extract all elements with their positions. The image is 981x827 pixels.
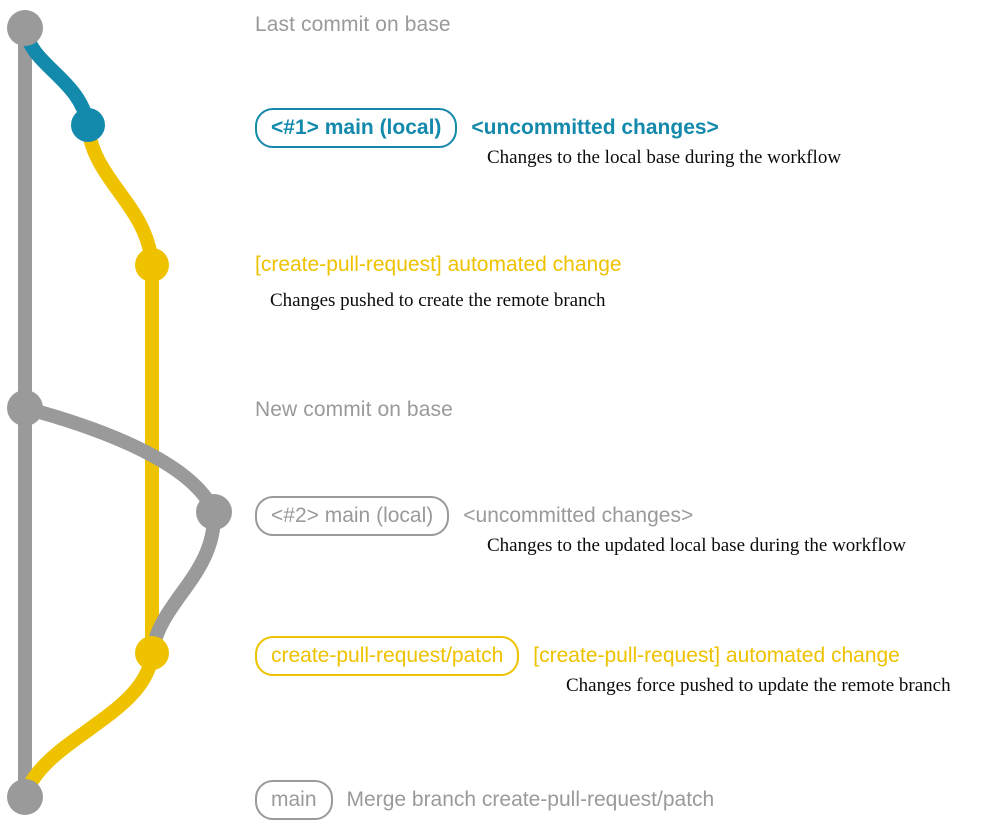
commit-explanation: Changes to the local base during the wor… (487, 147, 842, 168)
entry-local-2: <#2> main (local) <uncommitted changes> (255, 496, 693, 536)
commit-subject: <uncommitted changes> (463, 504, 694, 527)
node-merge[interactable] (7, 779, 43, 815)
commit-explanation: Changes force pushed to update the remot… (566, 675, 951, 696)
commit-subject: Merge branch create-pull-request/patch (346, 788, 715, 811)
node-base-new[interactable] (7, 390, 43, 426)
commit-explanation: Changes pushed to create the remote bran… (270, 290, 606, 311)
ref-badge-main[interactable]: main (255, 780, 333, 820)
node-local-2[interactable] (196, 494, 232, 530)
entry-new-commit-on-base: New commit on base (255, 399, 453, 420)
commit-caption: Last commit on base (255, 13, 451, 36)
node-local-1[interactable] (71, 108, 105, 142)
commit-subject: <uncommitted changes> (471, 116, 719, 139)
entry-merge: main Merge branch create-pull-request/pa… (255, 780, 714, 820)
commit-subject: [create-pull-request] automated change (533, 644, 900, 667)
commit-subject: [create-pull-request] automated change (255, 253, 622, 276)
ref-badge-create-pull-request-patch[interactable]: create-pull-request/patch (255, 636, 520, 676)
commit-explanation: Changes to the updated local base during… (487, 535, 906, 556)
entry-last-commit-on-base: Last commit on base (255, 14, 451, 35)
node-base-head[interactable] (7, 10, 43, 46)
entry-patch-force: create-pull-request/patch [create-pull-r… (255, 636, 900, 676)
entry-local-1: <#1> main (local) <uncommitted changes> (255, 108, 719, 148)
entry-patch-create: [create-pull-request] automated change (255, 254, 622, 275)
edge-local2-to-patchforce (145, 505, 222, 660)
commit-caption: New commit on base (255, 398, 453, 421)
edge-basenew-to-local2 (18, 401, 221, 519)
edge-patchforce-to-merge (18, 646, 159, 804)
ref-badge-main-local-1[interactable]: <#1> main (local) (255, 108, 458, 148)
node-patch-force[interactable] (135, 636, 169, 670)
node-patch-create[interactable] (135, 248, 169, 282)
commit-nodes (7, 10, 232, 815)
ref-badge-main-local-2[interactable]: <#2> main (local) (255, 496, 450, 536)
edge-local1-to-patch-create (81, 118, 159, 272)
